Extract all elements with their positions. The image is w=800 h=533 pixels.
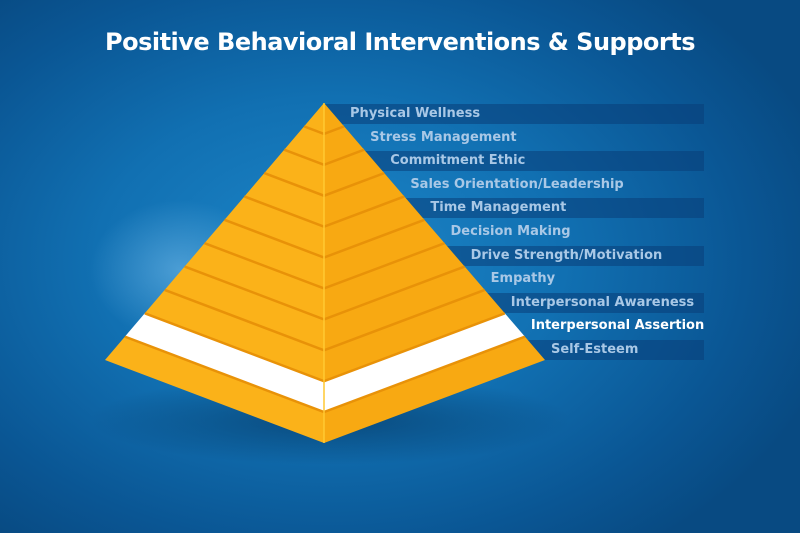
pyramid-layer-left <box>144 289 324 382</box>
level-label: Stress Management <box>370 129 517 145</box>
level-label: Interpersonal Awareness <box>510 294 695 310</box>
pyramid-layer-right <box>324 196 425 258</box>
pyramid-layer-left <box>304 103 324 134</box>
level-label: Empathy <box>490 271 556 287</box>
level-bar: Drive Strength/Motivation <box>444 245 704 266</box>
level-bar: Time Management <box>404 198 704 219</box>
pyramid-layer-right <box>324 219 445 289</box>
level-bar: Interpersonal Assertion <box>505 316 704 336</box>
pyramid-layer-right <box>324 336 545 443</box>
pyramid-layer-left <box>164 266 324 351</box>
pyramid-layer-right <box>324 173 405 227</box>
level-label: Drive Strength/Motivation <box>470 247 663 263</box>
pyramid-layer-left <box>224 196 324 258</box>
level-label: Self-Esteem <box>550 342 639 357</box>
pyramid-layer-left <box>264 149 324 196</box>
pyramid-layer-right <box>324 103 345 134</box>
level-bar: Commitment Ethic <box>364 151 704 172</box>
pyramid-layer-left <box>244 173 324 227</box>
pyramid-layer-left <box>204 219 324 289</box>
level-bar: Interpersonal Awareness <box>484 292 704 313</box>
level-bar: Stress Management <box>344 128 704 148</box>
pyramid-layer-left <box>124 313 324 413</box>
page-title: Positive Behavioral Interventions & Supp… <box>104 28 696 56</box>
pyramid-layer-left <box>284 126 324 165</box>
pyramid-layer-right <box>324 243 465 320</box>
pyramid-layer-right <box>324 289 505 382</box>
pyramid-layer-left <box>184 243 324 320</box>
level-label: Interpersonal Assertion <box>530 318 705 334</box>
pyramid-layer-left <box>105 336 324 443</box>
pyramid-layer-right <box>324 126 365 165</box>
level-label: Sales Orientation/Leadership <box>410 176 624 192</box>
level-bar: Empathy <box>465 269 704 289</box>
level-label: Physical Wellness <box>350 106 481 121</box>
pyramid-layer-right <box>324 149 385 196</box>
level-label: Time Management <box>430 200 567 216</box>
level-bar: Physical Wellness <box>324 104 704 124</box>
pyramid-layer-right <box>324 266 485 351</box>
level-bar: Sales Orientation/Leadership <box>384 175 704 195</box>
level-bar: Self-Esteem <box>524 340 704 360</box>
level-bar: Decision Making <box>425 222 705 242</box>
pyramid-layer-right <box>324 313 525 413</box>
level-label: Decision Making <box>450 224 571 239</box>
level-label: Commitment Ethic <box>390 153 526 169</box>
